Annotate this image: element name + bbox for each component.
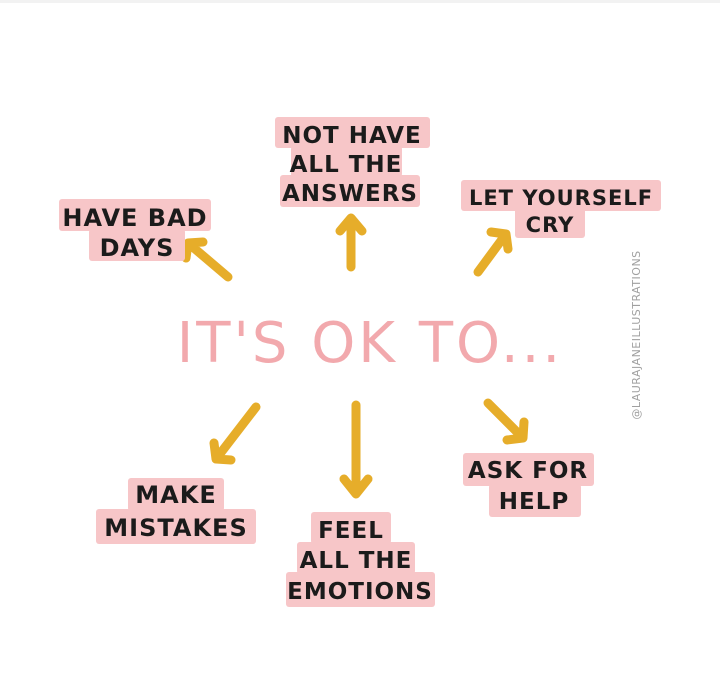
highlight xyxy=(291,146,402,177)
highlight xyxy=(59,199,211,231)
item-make-mistakes: MAKE MISTAKES xyxy=(96,478,256,544)
item-line: MISTAKES xyxy=(104,514,247,542)
highlight xyxy=(297,542,415,574)
item-line: ALL THE xyxy=(300,548,413,574)
item-not-have-all-the-answers: NOT HAVE ALL THE ANSWERS xyxy=(275,117,430,207)
arrow-down xyxy=(339,400,373,499)
arrow-up-right xyxy=(473,227,513,277)
item-line: EMOTIONS xyxy=(287,579,433,605)
item-line: ALL THE xyxy=(290,152,403,178)
item-line: HAVE BAD xyxy=(62,204,207,232)
item-ask-for-help: ASK FOR HELP xyxy=(463,453,594,517)
item-line: LET YOURSELF xyxy=(469,186,653,210)
item-line: HELP xyxy=(499,489,569,515)
item-line: CRY xyxy=(526,213,575,237)
item-feel-all-the-emotions: FEEL ALL THE EMOTIONS xyxy=(286,512,435,607)
credit-text: @LAURAJANEILLUSTRATIONS xyxy=(630,250,643,419)
highlight xyxy=(128,478,224,511)
item-line: FEEL xyxy=(318,518,384,544)
arrow-up xyxy=(335,213,367,272)
highlight xyxy=(515,208,585,238)
highlight xyxy=(280,175,420,207)
item-line: ANSWERS xyxy=(282,181,418,207)
highlight xyxy=(286,572,435,607)
arrow-down-right xyxy=(483,398,529,445)
highlight xyxy=(463,453,594,486)
highlight xyxy=(461,180,661,211)
item-line: DAYS xyxy=(100,234,175,262)
top-border xyxy=(0,0,720,3)
highlight xyxy=(311,512,391,544)
arrow-up-left xyxy=(181,237,233,282)
item-line: MAKE xyxy=(135,481,216,509)
item-line: ASK FOR xyxy=(468,458,588,484)
arrow-down-left xyxy=(209,402,261,465)
center-title: IT'S OK TO... xyxy=(177,311,563,376)
highlight xyxy=(96,509,256,544)
highlight xyxy=(489,484,581,517)
item-let-yourself-cry: LET YOURSELF CRY xyxy=(461,180,661,238)
highlight xyxy=(275,117,430,148)
item-have-bad-days: HAVE BAD DAYS xyxy=(59,199,211,262)
item-line: NOT HAVE xyxy=(282,123,422,149)
highlight xyxy=(89,229,185,261)
